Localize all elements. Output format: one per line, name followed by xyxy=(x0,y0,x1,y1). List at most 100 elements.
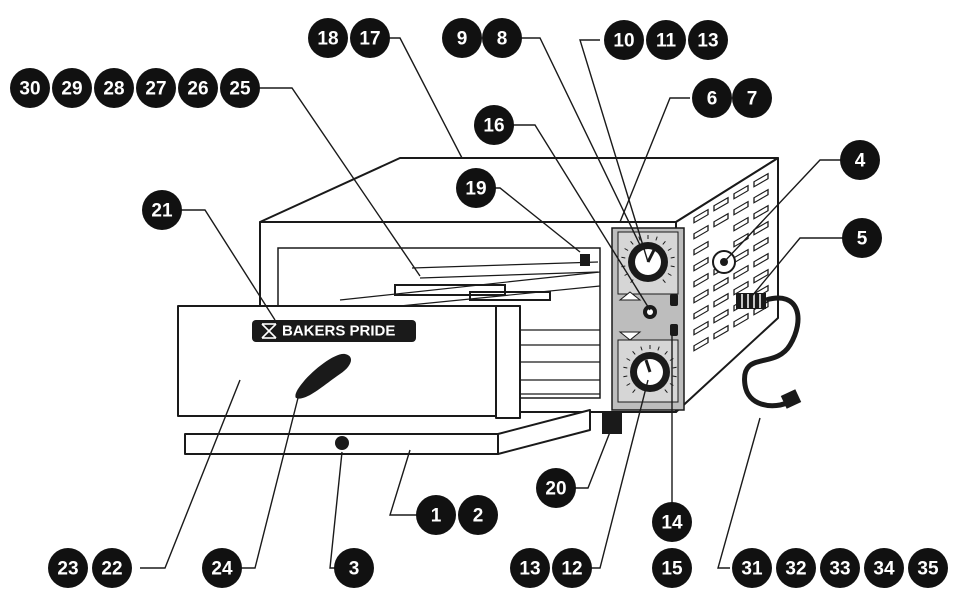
indicator-light-upper xyxy=(670,294,678,306)
dial-tick xyxy=(630,240,634,245)
bottom-control-knob[interactable] xyxy=(630,352,670,392)
callout-label: 8 xyxy=(497,29,508,50)
dial-tick xyxy=(626,358,631,361)
indicator-light-lower xyxy=(670,324,678,336)
callout-label: 26 xyxy=(187,79,208,100)
dial-tick xyxy=(667,248,672,251)
callout-5: 5 xyxy=(842,218,882,258)
callout-label: 17 xyxy=(359,29,380,50)
vent-slot xyxy=(713,324,729,340)
vent-slot xyxy=(753,188,769,204)
vent-slot xyxy=(753,268,769,284)
callout-label: 25 xyxy=(229,79,251,100)
vent-slot xyxy=(753,236,769,252)
callout-24: 24 xyxy=(202,548,242,588)
base-rail xyxy=(184,409,591,455)
dial-tick xyxy=(664,389,668,394)
callout-16: 16 xyxy=(474,105,514,145)
callout-23: 23 xyxy=(48,548,88,588)
callout-label: 6 xyxy=(707,89,718,110)
vent-slot xyxy=(733,312,749,328)
callout-label: 32 xyxy=(785,559,806,580)
callout-label: 9 xyxy=(457,29,468,50)
callout-label: 29 xyxy=(61,79,82,100)
dial-tick xyxy=(664,350,668,355)
vent-slot xyxy=(753,172,769,188)
callout-label: 14 xyxy=(661,513,683,534)
callout-label: 35 xyxy=(917,559,939,580)
callout-label: 31 xyxy=(741,559,763,580)
callout-34: 34 xyxy=(864,548,904,588)
callout-27: 27 xyxy=(136,68,176,108)
dial-tick xyxy=(672,375,677,378)
brand-logo-icon xyxy=(261,323,277,339)
callout-10: 10 xyxy=(604,20,644,60)
callout-label: 21 xyxy=(151,201,173,222)
callout-label: 23 xyxy=(57,559,78,580)
vent-slot xyxy=(733,200,749,216)
vent-slot xyxy=(713,212,729,228)
callout-label: 33 xyxy=(829,559,850,580)
callout-label: 19 xyxy=(465,179,486,200)
callout-26: 26 xyxy=(178,68,218,108)
callout-label: 27 xyxy=(145,79,166,100)
callout-14: 14 xyxy=(652,502,692,542)
callout-9: 9 xyxy=(442,18,482,58)
callout-3: 3 xyxy=(334,548,374,588)
dial-tick xyxy=(672,366,677,369)
dial-tick xyxy=(623,366,628,369)
dial-tick xyxy=(624,248,629,251)
brand-plate: BAKERS PRIDE xyxy=(252,320,416,342)
vent-slot xyxy=(753,252,769,268)
drawer: BAKERS PRIDE xyxy=(177,305,521,419)
callout-12: 12 xyxy=(552,548,592,588)
vent-slot xyxy=(713,292,729,308)
dial-tick xyxy=(621,256,626,259)
small-control-knob[interactable] xyxy=(643,305,657,319)
callout-25: 25 xyxy=(220,68,260,108)
callout-label: 13 xyxy=(519,559,540,580)
dial-tick xyxy=(638,236,641,241)
callout-label: 1 xyxy=(431,506,442,527)
callout-label: 7 xyxy=(747,89,758,110)
callout-label: 16 xyxy=(483,116,504,137)
leader-lines xyxy=(140,37,848,569)
callout-2: 2 xyxy=(458,495,498,535)
callout-label: 3 xyxy=(349,559,360,580)
dial-tick xyxy=(667,273,672,276)
callout-label: 18 xyxy=(317,29,338,50)
vent-slot xyxy=(693,240,709,256)
oven-foot xyxy=(602,412,622,434)
callout-13a: 13 xyxy=(688,20,728,60)
callout-31: 31 xyxy=(732,548,772,588)
callout-label: 11 xyxy=(656,31,677,52)
vent-slot xyxy=(713,276,729,292)
callout-label: 4 xyxy=(855,151,866,172)
dial-tick xyxy=(662,279,666,284)
callout-18: 18 xyxy=(308,18,348,58)
vent-slot xyxy=(753,204,769,220)
callout-8: 8 xyxy=(482,18,522,58)
brand-name: BAKERS PRIDE xyxy=(282,323,395,340)
callout-6: 6 xyxy=(692,78,732,118)
vent-slot xyxy=(713,196,729,212)
callout-label: 12 xyxy=(561,559,582,580)
vent-slot xyxy=(693,272,709,288)
callout-label: 22 xyxy=(101,559,122,580)
dial-tick xyxy=(623,375,628,378)
callout-30: 30 xyxy=(10,68,50,108)
callout-11: 11 xyxy=(646,20,686,60)
callout-28: 28 xyxy=(94,68,134,108)
rail-knob xyxy=(335,436,349,450)
callout-label: 2 xyxy=(473,506,484,527)
dial-tick xyxy=(632,350,636,355)
callout-label: 15 xyxy=(661,559,683,580)
vent-slot xyxy=(733,280,749,296)
callout-13b: 13 xyxy=(510,548,550,588)
vent-slot xyxy=(693,224,709,240)
drawer-handle[interactable] xyxy=(295,353,352,399)
callout-4: 4 xyxy=(840,140,880,180)
vent-slot xyxy=(693,320,709,336)
